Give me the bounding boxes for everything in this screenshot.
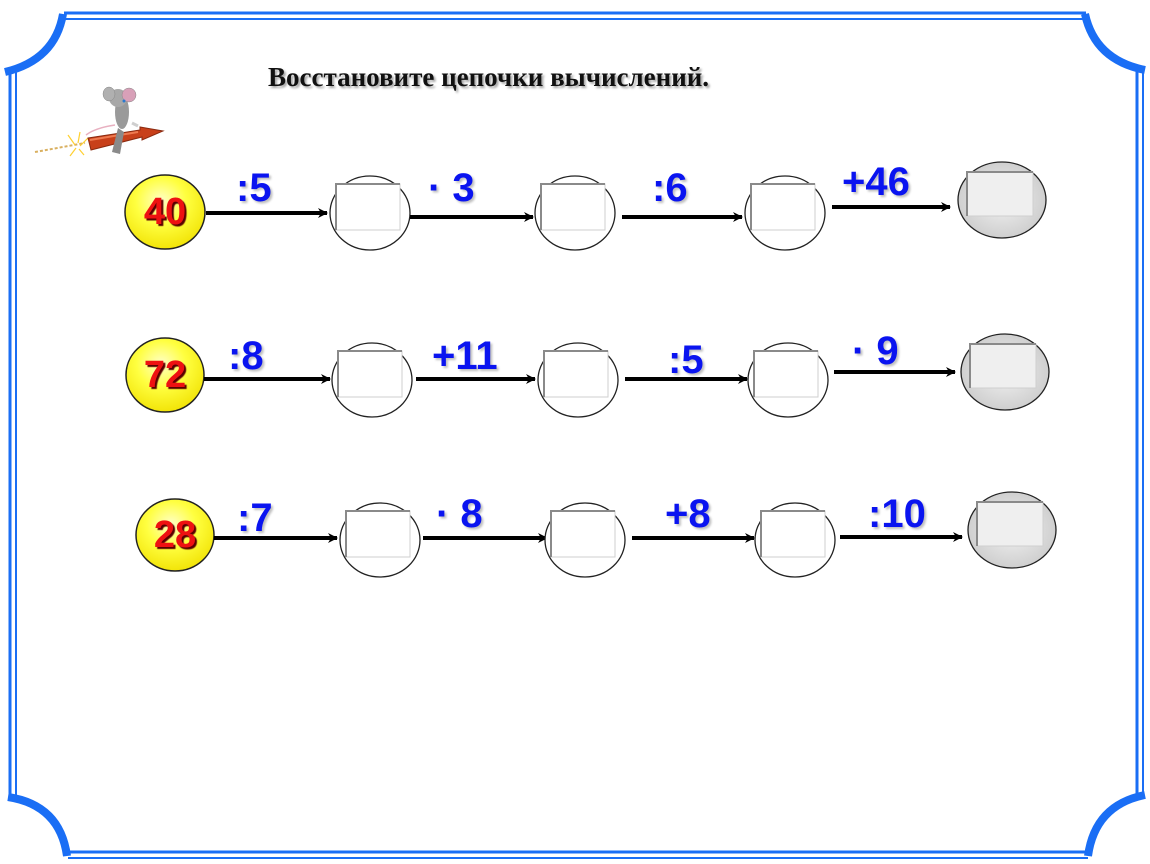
start-number-circle: [124, 174, 206, 250]
operation-label: +8: [665, 492, 711, 536]
start-number-circle: [125, 337, 205, 413]
mouse-riding-rocket-icon: [34, 86, 165, 157]
answer-input-box[interactable]: [760, 510, 826, 558]
answer-box-bevel: [335, 183, 400, 230]
page-title: Восстановите цепочки вычислений.: [268, 62, 710, 92]
answer-box-bevel: [337, 350, 402, 397]
operation-label: · 8: [436, 492, 483, 536]
answer-box-bevel: [750, 183, 815, 230]
start-number-circle: [135, 498, 215, 572]
answer-input-box[interactable]: [753, 350, 819, 398]
answer-input-box[interactable]: [966, 171, 1034, 217]
answer-box-bevel: [550, 510, 615, 557]
answer-input-box[interactable]: [550, 510, 616, 558]
answer-input-box[interactable]: [337, 350, 403, 398]
operation-label: :5: [236, 166, 272, 210]
answer-box-bevel: [540, 183, 605, 230]
answer-input-box[interactable]: [540, 183, 606, 231]
answer-box-bevel: [345, 510, 410, 557]
start-number: 72: [143, 354, 187, 396]
answer-input-box[interactable]: [543, 350, 609, 398]
answer-input-box[interactable]: [335, 183, 401, 231]
answer-box-bevel: [976, 501, 1043, 546]
start-number: 40: [143, 191, 187, 233]
operation-label: · 3: [428, 166, 475, 210]
operation-label: :6: [652, 166, 688, 210]
answer-input-box[interactable]: [969, 343, 1037, 389]
operation-label: :10: [868, 492, 926, 536]
operation-label: +11: [432, 334, 498, 378]
chains-layer: [124, 161, 1057, 578]
answer-input-box[interactable]: [976, 501, 1044, 547]
chain-row: [124, 161, 1047, 251]
operation-label: :7: [237, 496, 273, 540]
chain-row: [135, 491, 1057, 578]
answer-input-box[interactable]: [345, 510, 411, 558]
answer-box-bevel: [969, 343, 1036, 388]
decorative-frame: [3, 11, 1146, 859]
operation-label: · 9: [852, 329, 899, 373]
answer-box-bevel: [753, 350, 818, 397]
operation-label: +46: [842, 160, 910, 204]
start-number: 28: [153, 514, 197, 556]
answer-box-bevel: [966, 171, 1033, 216]
answer-box-bevel: [543, 350, 608, 397]
chain-row: [125, 333, 1050, 418]
answer-input-box[interactable]: [750, 183, 816, 231]
answer-box-bevel: [760, 510, 825, 557]
operation-label: :5: [668, 338, 704, 382]
operation-label: :8: [228, 334, 264, 378]
